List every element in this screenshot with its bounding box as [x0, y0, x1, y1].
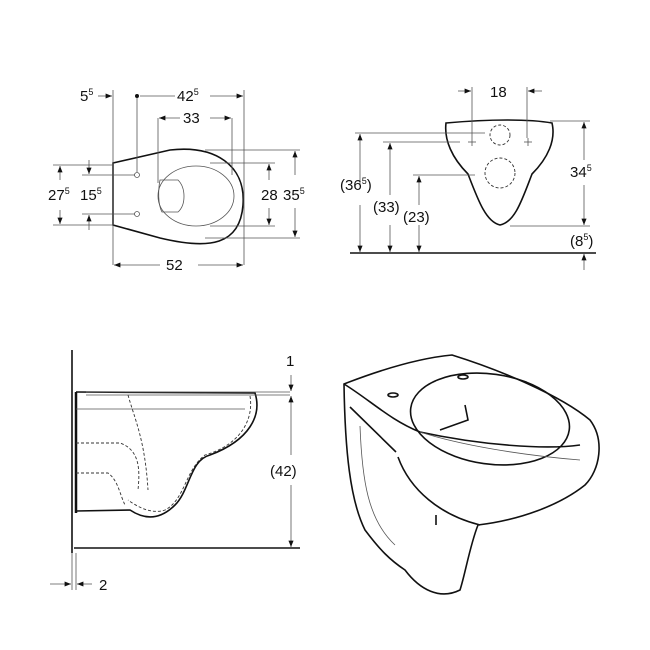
dim-height-upper: (365)	[340, 176, 372, 194]
dim-wall-gap: 2	[99, 577, 107, 594]
dim-opening-width: 28	[261, 187, 278, 204]
top-view-outline	[112, 148, 244, 245]
isometric-view	[343, 354, 600, 595]
dim-rim-height: (42)	[270, 463, 297, 480]
iso-outline	[343, 354, 600, 595]
flush-rim	[158, 179, 185, 213]
dim-height-outlet: (23)	[403, 209, 430, 226]
dim-front-fixing-spacing: 18	[490, 84, 507, 101]
dim-fixing-spacing: 155	[80, 186, 102, 204]
dim-body-height: 345	[570, 163, 592, 181]
dim-fixing-to-front: 425	[177, 87, 199, 105]
fixing-hole-top	[134, 172, 140, 178]
dim-rear-width: 275	[48, 186, 70, 204]
iso-bowl	[409, 372, 571, 466]
front-view: 18 (365) (33) (23) 345 (85)	[340, 84, 596, 270]
top-view: 55 425 33 52 275 155 28 355	[48, 87, 305, 274]
fixing-hole-bottom	[134, 211, 140, 217]
dim-height-fixing: (33)	[373, 199, 400, 216]
dim-clearance: (85)	[570, 232, 593, 250]
side-view: 1 (42) 2	[50, 350, 300, 594]
dim-total-length: 52	[166, 257, 183, 274]
dim-offset-left: 55	[80, 87, 93, 105]
dim-rim-thickness: 1	[286, 353, 294, 370]
dim-total-width: 355	[283, 186, 305, 204]
side-outline	[75, 391, 258, 518]
dim-bowl-opening: 33	[183, 110, 200, 127]
bowl-opening	[157, 165, 235, 227]
front-outline	[444, 119, 554, 226]
